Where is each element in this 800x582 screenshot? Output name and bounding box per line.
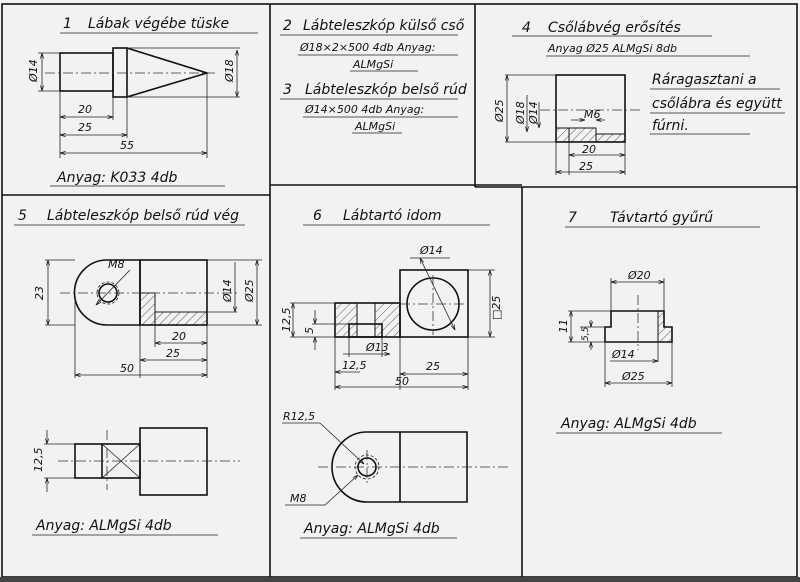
material-label: ALMgSi [354, 120, 395, 133]
reinforcement-drawing [505, 74, 640, 175]
part-spec: Ø18×2×500 4db Anyag: [299, 41, 435, 54]
dim-11: 11 [557, 319, 570, 333]
part-number: 6 [313, 208, 322, 224]
material-label: Anyag Ø25 ALMgSi 8db [547, 42, 677, 55]
dim-20: 20 [78, 103, 92, 116]
dim-20: 20 [582, 143, 596, 156]
panel-2-3-tubes: 2 Lábteleszkóp külső cső Ø18×2×500 4db A… [280, 18, 467, 134]
holder-top-view [282, 422, 510, 506]
dim-23: 23 [33, 286, 46, 300]
dim-d14: Ø14 [527, 101, 540, 125]
dim-50: 50 [395, 375, 409, 388]
dim-25: 25 [166, 347, 180, 360]
dim-square-25: □25 [490, 296, 503, 320]
dim-12-5-width: 12,5 [342, 359, 367, 372]
part-title: Lábteleszkóp belső rúd [305, 82, 467, 98]
part-number: 5 [18, 208, 27, 224]
dim-d20: Ø20 [627, 269, 651, 282]
panel-7-spacer-ring: 7 Távtartó gyűrű Ø20 11 5,5 Ø14 Ø25 Anya… [556, 210, 760, 434]
dim-m8: M8 [108, 258, 125, 271]
material-label: ALMgSi [352, 58, 393, 71]
dim-d14: Ø14 [611, 348, 635, 361]
ring-drawing [568, 278, 673, 387]
material-label: Anyag: ALMgSi 4db [303, 521, 440, 537]
dim-d18: Ø18 [223, 59, 236, 83]
dim-d14: Ø14 [221, 279, 234, 303]
part-number: 3 [283, 82, 292, 98]
panel-6-leg-holder: 6 Lábtartó idom [280, 208, 510, 539]
material-label: Anyag: ALMgSi 4db [560, 416, 697, 432]
dim-d14: Ø14 [27, 59, 40, 83]
part-title: Lábteleszkóp belső rúd vég [47, 208, 239, 224]
dim-50: 50 [120, 362, 134, 375]
part-title: Lábak végébe tüske [88, 16, 229, 32]
panel-5-inner-rod-end: 5 Lábteleszkóp belső rúd vég 23 M [14, 208, 262, 536]
dim-25: 25 [426, 360, 440, 373]
part-number: 7 [568, 210, 577, 226]
part-title: Lábteleszkóp külső cső [303, 18, 465, 34]
part-title: Lábtartó idom [343, 208, 442, 224]
dim-m6: M6 [584, 108, 601, 121]
dim-d25: Ø25 [493, 99, 506, 123]
dim-d25: Ø25 [621, 370, 645, 383]
dim-25: 25 [78, 121, 92, 134]
dim-d14: Ø14 [419, 244, 443, 257]
dim-5: 5 [303, 327, 316, 334]
part-number: 4 [522, 20, 531, 36]
note-line-1: Ráragasztani a [652, 72, 757, 88]
dim-d25: Ø25 [243, 279, 256, 303]
part-spec: Ø14×500 4db Anyag: [304, 103, 424, 116]
spike-drawing [38, 47, 240, 158]
rod-end-top-view [45, 259, 262, 378]
rod-end-side-view [44, 427, 240, 496]
dim-m8: M8 [290, 492, 307, 505]
note-line-3: fúrni. [652, 118, 689, 134]
note-line-2: csőlábra és együtt [652, 96, 782, 112]
sheet-frame [0, 3, 800, 582]
panel-1-foot-spike: 1 Lábak végébe tüske Ø14 Ø18 20 25 55 An… [27, 16, 258, 187]
part-number: 1 [63, 16, 72, 32]
dim-5-5: 5,5 [581, 326, 591, 341]
dim-d18: Ø18 [514, 101, 527, 125]
part-number: 2 [283, 18, 292, 34]
dim-55: 55 [120, 139, 134, 152]
dim-20: 20 [172, 330, 186, 343]
dim-d13: Ø13 [365, 341, 389, 354]
material-label: Anyag: ALMgSi 4db [35, 518, 172, 534]
part-title: Csőlábvég erősítés [548, 20, 681, 36]
dim-12-5-height: 12,5 [280, 308, 293, 333]
dim-r12-5: R12,5 [283, 410, 315, 423]
dim-25: 25 [579, 160, 593, 173]
dim-12-5: 12,5 [32, 448, 45, 473]
part-title: Távtartó gyűrű [610, 210, 713, 226]
holder-front-view [290, 258, 495, 390]
panel-4-tube-end-reinforcement: 4 Csőlábvég erősítés Anyag Ø25 ALMgSi 8d… [493, 20, 785, 175]
material-label: Anyag: K033 4db [56, 170, 178, 186]
